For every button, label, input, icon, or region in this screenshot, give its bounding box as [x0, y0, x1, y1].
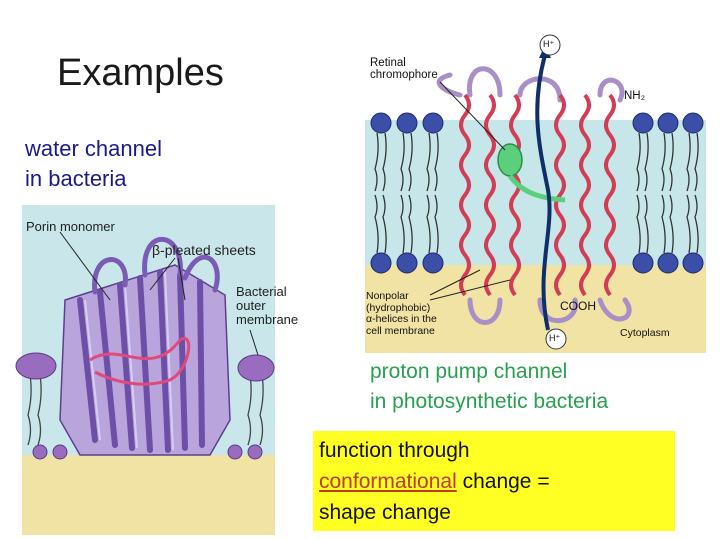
porin-panel: [15, 205, 275, 535]
conformational-word: conformational: [319, 470, 457, 493]
retinal-line1: Retinal: [370, 57, 406, 69]
function-line3: shape change: [319, 501, 451, 524]
slide-title: Examples: [57, 52, 224, 94]
function-highlight-box: [313, 431, 675, 531]
h-plus-top-label: H⁺: [543, 39, 555, 49]
pump-panel: [365, 34, 706, 353]
retinal-chromophore-label: Retinal chromophore: [370, 57, 438, 81]
function-line2: conformational change =: [319, 466, 550, 497]
nh2-label: NH₂: [624, 90, 646, 102]
proton-pump-caption: proton pump channel in photosynthetic ba…: [370, 357, 608, 417]
nonpolar-line4: cell membrane: [366, 324, 435, 337]
proton-caption-line2: in photosynthetic bacteria: [370, 390, 609, 413]
water-caption-line1: water channel: [25, 136, 162, 161]
water-caption-line2: in bacteria: [25, 166, 127, 191]
beta-sheets-label: β-pleated sheets: [152, 242, 256, 258]
nonpolar-helices-label: Nonpolar (hydrophobic) α-helices in the …: [366, 290, 437, 337]
nonpolar-line1: Nonpolar: [366, 290, 409, 302]
function-line1: function through: [319, 439, 470, 462]
nonpolar-line3: α-helices in the: [366, 313, 437, 325]
outer-membrane-line1: Bacterial: [236, 284, 287, 299]
cytoplasm-label: Cytoplasm: [620, 327, 670, 339]
h-plus-bottom-label: H⁺: [549, 333, 561, 343]
proton-caption-line1: proton pump channel: [370, 360, 568, 383]
nonpolar-line2: (hydrophobic): [366, 301, 431, 314]
outer-membrane-line2: outer: [236, 298, 266, 313]
function-text: function through conformational change =…: [319, 435, 550, 528]
outer-membrane-label: Bacterial outer membrane: [236, 285, 298, 327]
function-line2-rest: change =: [456, 470, 550, 493]
porin-monomer-label: Porin monomer: [26, 219, 115, 234]
water-channel-caption: water channel in bacteria: [25, 134, 162, 194]
outer-membrane-line3: membrane: [236, 312, 299, 327]
cooh-label: COOH: [560, 299, 596, 313]
retinal-line2: chromophore: [370, 69, 438, 81]
